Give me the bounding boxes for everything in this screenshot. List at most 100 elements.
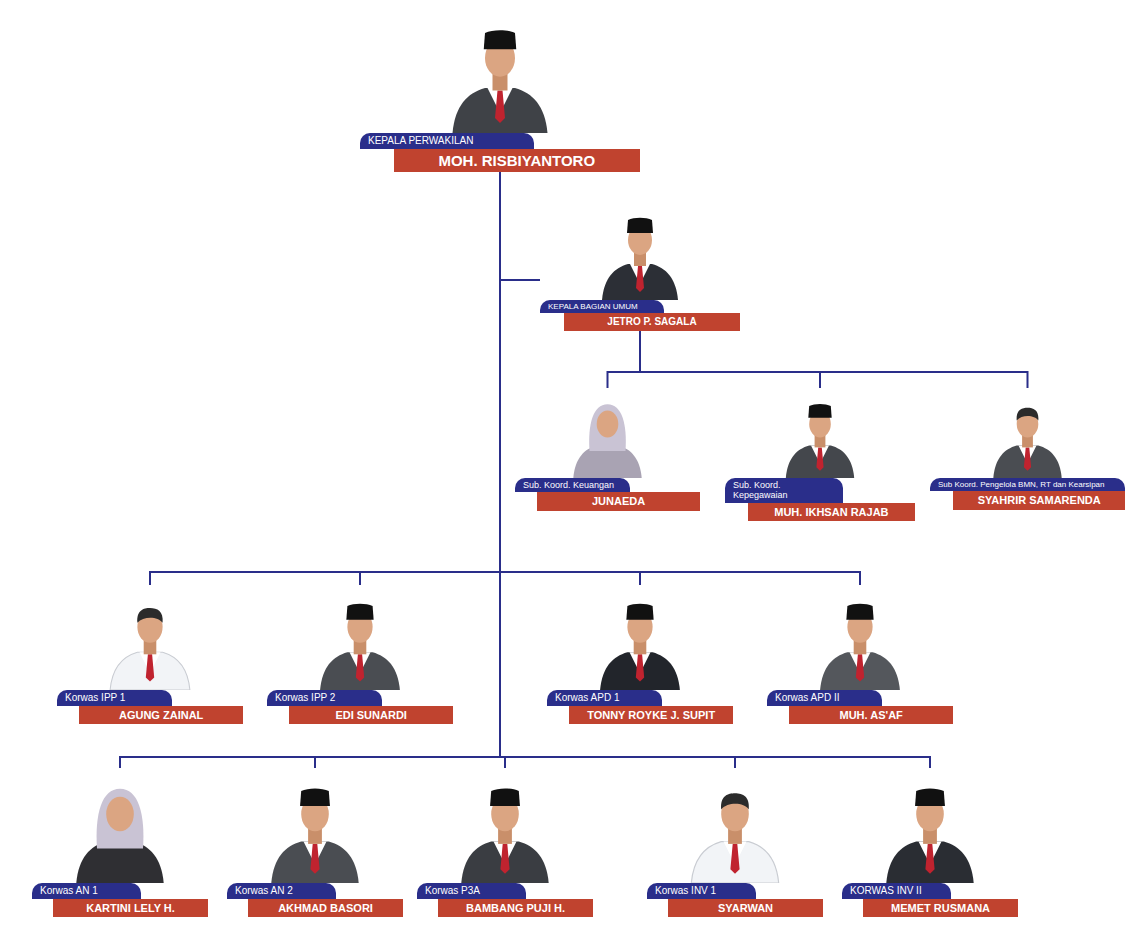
org-connector: [640, 331, 820, 388]
portrait-illustration: [930, 388, 1125, 478]
position-label: Korwas AN 2: [227, 883, 336, 899]
person-card: Korwas APD IIMUH. AS'AF: [767, 585, 953, 724]
body-figure: [600, 652, 680, 690]
position-label: Korwas APD II: [767, 690, 882, 706]
hair-figure: [137, 608, 162, 623]
org-connector: [360, 172, 500, 585]
body-figure: [461, 842, 548, 883]
person-card: Korwas P3ABAMBANG PUJI H.: [417, 768, 593, 917]
songkok-cap: [808, 404, 831, 418]
position-label: Sub Koord. Pengelola BMN, RT dan Kearsip…: [930, 478, 1125, 491]
position-label: Korwas IPP 2: [267, 690, 382, 706]
person-card: Korwas IPP 2EDI SUNARDI: [267, 585, 453, 724]
name-label: AGUNG ZAINAL: [79, 706, 243, 725]
body-figure: [602, 264, 678, 300]
body-figure: [320, 652, 400, 690]
body-figure: [110, 652, 190, 690]
tie-figure: [925, 844, 934, 874]
portrait-illustration: [842, 768, 1018, 883]
hijab-figure: [589, 404, 626, 451]
songkok-cap: [346, 604, 373, 620]
person-card: Korwas INV 1SYARWAN: [647, 768, 823, 917]
position-label: KEPALA BAGIAN UMUM: [540, 300, 664, 313]
songkok-cap: [484, 30, 517, 49]
hijab-figure: [97, 789, 144, 849]
position-label: Korwas AN 1: [32, 883, 141, 899]
body-figure: [271, 842, 358, 883]
name-label: MUH. AS'AF: [789, 706, 953, 725]
person-card: Sub. Koord. KepegawaianMUH. IKHSAN RAJAB: [725, 388, 915, 521]
portrait-illustration: [725, 388, 915, 478]
portrait-illustration: [32, 768, 208, 883]
body-figure: [993, 446, 1061, 478]
tie-figure: [636, 654, 644, 681]
head-figure: [106, 797, 134, 832]
position-label: Korwas INV 1: [647, 883, 756, 899]
org-connector: [608, 331, 641, 388]
position-label: Korwas P3A: [417, 883, 526, 899]
person-card: KEPALA PERWAKILANMOH. RISBIYANTORO: [360, 8, 640, 172]
org-connector: [500, 172, 735, 768]
person-card: KEPALA BAGIAN UMUMJETRO P. SAGALA: [540, 200, 740, 331]
tie-figure: [310, 844, 319, 874]
tie-figure: [730, 844, 739, 874]
org-connector: [500, 172, 930, 768]
portrait-illustration: [515, 388, 700, 478]
head-figure: [597, 411, 619, 438]
portrait-illustration: [540, 200, 740, 300]
org-connector: [315, 172, 500, 768]
portrait-illustration: [417, 768, 593, 883]
tie-figure: [1024, 447, 1031, 470]
hair-figure: [1017, 408, 1039, 421]
name-label: JETRO P. SAGALA: [564, 313, 740, 331]
portrait-illustration: [57, 585, 243, 690]
body-figure: [691, 842, 778, 883]
position-label: Sub. Koord. Keuangan: [515, 478, 630, 492]
name-label: MOH. RISBIYANTORO: [394, 149, 640, 172]
person-card: Sub Koord. Pengelola BMN, RT dan Kearsip…: [930, 388, 1125, 510]
person-card: Sub. Koord. KeuanganJUNAEDA: [515, 388, 700, 511]
person-card: Korwas AN 1KARTINI LELY H.: [32, 768, 208, 917]
name-label: TONNY ROYKE J. SUPIT: [569, 706, 733, 725]
person-card: Korwas APD 1TONNY ROYKE J. SUPIT: [547, 585, 733, 724]
person-card: KORWAS INV IIMEMET RUSMANA: [842, 768, 1018, 917]
name-label: EDI SUNARDI: [289, 706, 453, 725]
tie-figure: [356, 654, 364, 681]
name-label: BAMBANG PUJI H.: [438, 899, 593, 918]
tie-figure: [146, 654, 154, 681]
name-label: MEMET RUSMANA: [863, 899, 1018, 918]
name-label: AKHMAD BASORI: [248, 899, 403, 918]
portrait-illustration: [767, 585, 953, 690]
position-label: KORWAS INV II: [842, 883, 951, 899]
portrait-illustration: [227, 768, 403, 883]
person-card: Korwas AN 2AKHMAD BASORI: [227, 768, 403, 917]
tie-figure: [495, 91, 505, 124]
org-connector: [640, 331, 1028, 388]
org-connector: [150, 172, 500, 585]
portrait-illustration: [547, 585, 733, 690]
songkok-cap: [915, 788, 945, 806]
position-label: Korwas APD 1: [547, 690, 662, 706]
tie-figure: [636, 266, 644, 292]
name-label: SYARWAN: [668, 899, 823, 918]
position-label: KEPALA PERWAKILAN: [360, 133, 534, 149]
body-figure: [453, 88, 548, 133]
hair-figure: [721, 793, 749, 809]
portrait-illustration: [360, 8, 640, 133]
songkok-cap: [626, 604, 653, 620]
tie-figure: [500, 844, 509, 874]
position-label: Sub. Koord. Kepegawaian: [725, 478, 843, 503]
name-label: SYAHRIR SAMARENDA: [953, 491, 1125, 510]
body-figure: [820, 652, 900, 690]
body-figure: [786, 446, 854, 478]
org-connector: [500, 172, 540, 280]
portrait-illustration: [267, 585, 453, 690]
songkok-cap: [846, 604, 873, 620]
portrait-illustration: [647, 768, 823, 883]
songkok-cap: [490, 788, 520, 806]
name-label: KARTINI LELY H.: [53, 899, 208, 918]
name-label: MUH. IKHSAN RAJAB: [748, 503, 915, 522]
tie-figure: [816, 447, 823, 470]
